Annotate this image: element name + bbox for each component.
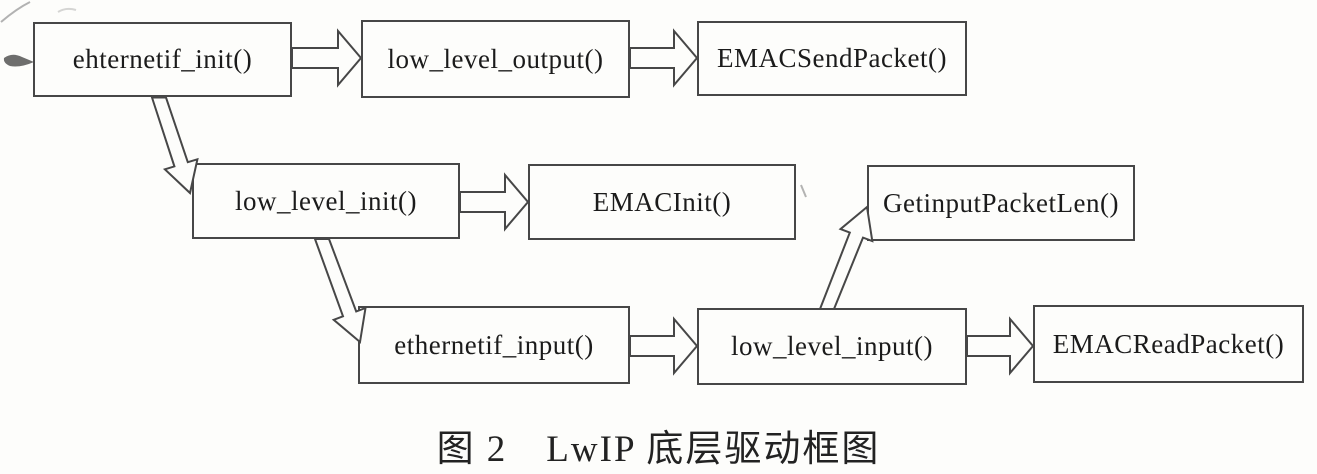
arrow-low-level-input-to-emac-read-packet (966, 316, 1035, 376)
figure-caption: 图 2 LwIP 底层驱动框图 (436, 429, 881, 470)
box-emac-init: EMACInit() (528, 164, 796, 240)
box-low-level-output: low_level_output() (361, 20, 630, 98)
arrow-ehternetif-init-to-low-level-init (150, 96, 199, 195)
arrow-low-level-init-to-emac-init (459, 172, 530, 232)
box-getinput-packet-len: GetinputPacketLen() (867, 165, 1135, 241)
arrow-ethernetif-input-to-low-level-input (629, 316, 699, 376)
arrow-ehternetif-init-to-low-level-output (291, 28, 363, 88)
box-low-level-input: low_level_input() (697, 308, 967, 385)
scan-artifact-tick (800, 184, 807, 198)
box-emac-read-packet: EMACReadPacket() (1033, 305, 1304, 383)
box-emac-send-packet: EMACSendPacket() (697, 21, 967, 96)
scan-artifact-smudge (3, 54, 34, 67)
scan-artifact-faint-mark (57, 7, 77, 13)
arrow-low-level-input-to-getinput-packet-len (818, 205, 874, 310)
box-ehternetif-init: ehternetif_init() (33, 22, 292, 97)
arrow-low-level-output-to-emac-send-packet (629, 28, 699, 88)
scan-artifact-corner-stroke (0, 1, 31, 23)
box-low-level-init: low_level_init() (192, 163, 460, 239)
box-ethernetif-input: ethernetif_input() (358, 306, 630, 384)
